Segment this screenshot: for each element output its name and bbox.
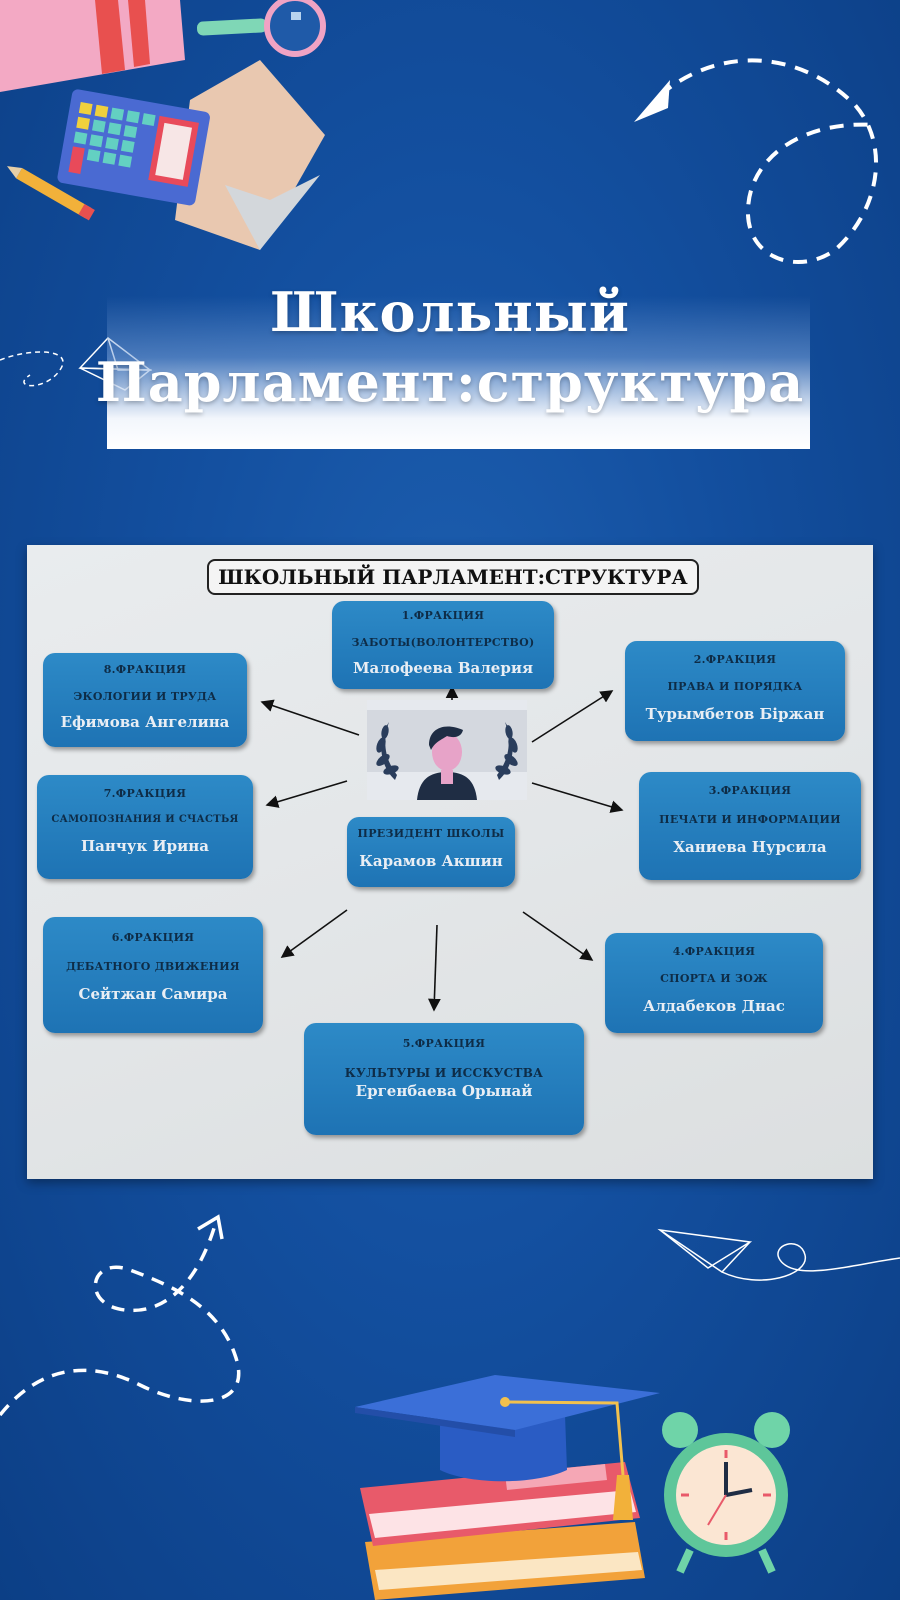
arrow-to-faction-3 [531,782,624,813]
faction-node-1: 1.ФРАКЦИЯ ЗАБОТЫ(ВОЛОНТЕРСТВО) Малофеева… [332,601,554,689]
faction-1-leader: Малофеева Валерия [352,659,534,677]
faction-1-title: 1.ФРАКЦИЯ [401,609,485,622]
title-banner [107,296,810,449]
faction-8-leader: Ефимова Ангелина [60,713,230,731]
president-name: Карамов Акшин [359,852,503,870]
president-avatar-icon [367,700,527,800]
graduation-cap-icon [355,1375,660,1520]
arrow-to-faction-2 [531,690,614,743]
faction-2-leader: Турымбетов Біржан [645,705,825,723]
faction-6-leader: Сейтжан Самира [78,985,228,1003]
faction-8-title: 8.ФРАКЦИЯ [103,663,187,676]
diagram-heading: ШКОЛЬНЫЙ ПАРЛАМЕНТ:СТРУКТУРА [207,559,699,595]
faction-5-leader: Ергенбаева Орынай [355,1082,533,1100]
faction-node-3: 3.ФРАКЦИЯ ПЕЧАТИ И ИНФОРМАЦИИ Ханиева Ну… [639,772,861,880]
faction-2-subtitle: ПРАВА И ПОРЯДКА [667,680,803,693]
faction-6-subtitle: ДЕБАТНОГО ДВИЖЕНИЯ [66,960,240,973]
diagram-arrows [260,685,624,1012]
faction-3-title: 3.ФРАКЦИЯ [708,784,792,797]
paper-plane-icon [657,1228,900,1281]
faction-node-8: 8.ФРАКЦИЯ ЭКОЛОГИИ И ТРУДА Ефимова Ангел… [43,653,247,747]
dashed-arrow-icon [634,58,878,265]
faction-5-title: 5.ФРАКЦИЯ [402,1037,486,1050]
page-title-line-1: Школьный [270,280,630,344]
books-icon [360,1462,645,1600]
faction-node-5: 5.ФРАКЦИЯ КУЛЬТУРЫ И ИССКУСТВА Ергенбаев… [304,1023,584,1135]
page-title-line-2: Парламент:структура [95,350,805,414]
faction-3-subtitle: ПЕЧАТИ И ИНФОРМАЦИИ [659,813,841,826]
arrow-to-faction-6 [280,909,348,958]
president-role: ПРЕЗИДЕНТ ШКОЛЫ [357,827,505,840]
faction-node-2: 2.ФРАКЦИЯ ПРАВА И ПОРЯДКА Турымбетов Бір… [625,641,845,741]
faction-7-title: 7.ФРАКЦИЯ [103,787,187,800]
notebook-icon [0,0,185,92]
faction-7-leader: Панчук Ирина [81,837,209,855]
faction-1-subtitle: ЗАБОТЫ(ВОЛОНТЕРСТВО) [351,636,535,649]
faction-4-title: 4.ФРАКЦИЯ [672,945,756,958]
faction-node-6: 6.ФРАКЦИЯ ДЕБАТНОГО ДВИЖЕНИЯ Сейтжан Сам… [43,917,263,1033]
arrow-to-faction-5 [427,924,441,1012]
arrow-to-faction-8 [260,699,360,736]
structure-diagram-photo: ШКОЛЬНЫЙ ПАРЛАМЕНТ:СТРУКТУРА [27,545,873,1179]
faction-3-leader: Ханиева Нурсила [673,838,827,856]
faction-node-7: 7.ФРАКЦИЯ САМОПОЗНАНИЯ И СЧАСТЬЯ Панчук … [37,775,253,879]
faction-7-subtitle: САМОПОЗНАНИЯ И СЧАСТЬЯ [51,814,239,825]
alarm-clock-icon [662,1412,790,1574]
faction-4-subtitle: СПОРТА И ЗОЖ [660,972,768,985]
faction-2-title: 2.ФРАКЦИЯ [693,653,777,666]
faction-6-title: 6.ФРАКЦИЯ [111,931,195,944]
faction-5-subtitle: КУЛЬТУРЫ И ИССКУСТВА [344,1066,544,1080]
president-node: ПРЕЗИДЕНТ ШКОЛЫ Карамов Акшин [347,817,515,887]
faction-4-leader: Алдабеков Днас [643,997,785,1015]
calculator-icon [57,60,325,250]
pencil-icon [7,166,95,221]
arrow-to-faction-7 [265,780,348,808]
faction-8-subtitle: ЭКОЛОГИИ И ТРУДА [73,690,217,703]
magnifier-icon [196,0,326,57]
arrow-to-faction-4 [522,911,594,961]
faction-node-4: 4.ФРАКЦИЯ СПОРТА И ЗОЖ Алдабеков Днас [605,933,823,1033]
dashed-arrow-icon [0,1214,241,1417]
